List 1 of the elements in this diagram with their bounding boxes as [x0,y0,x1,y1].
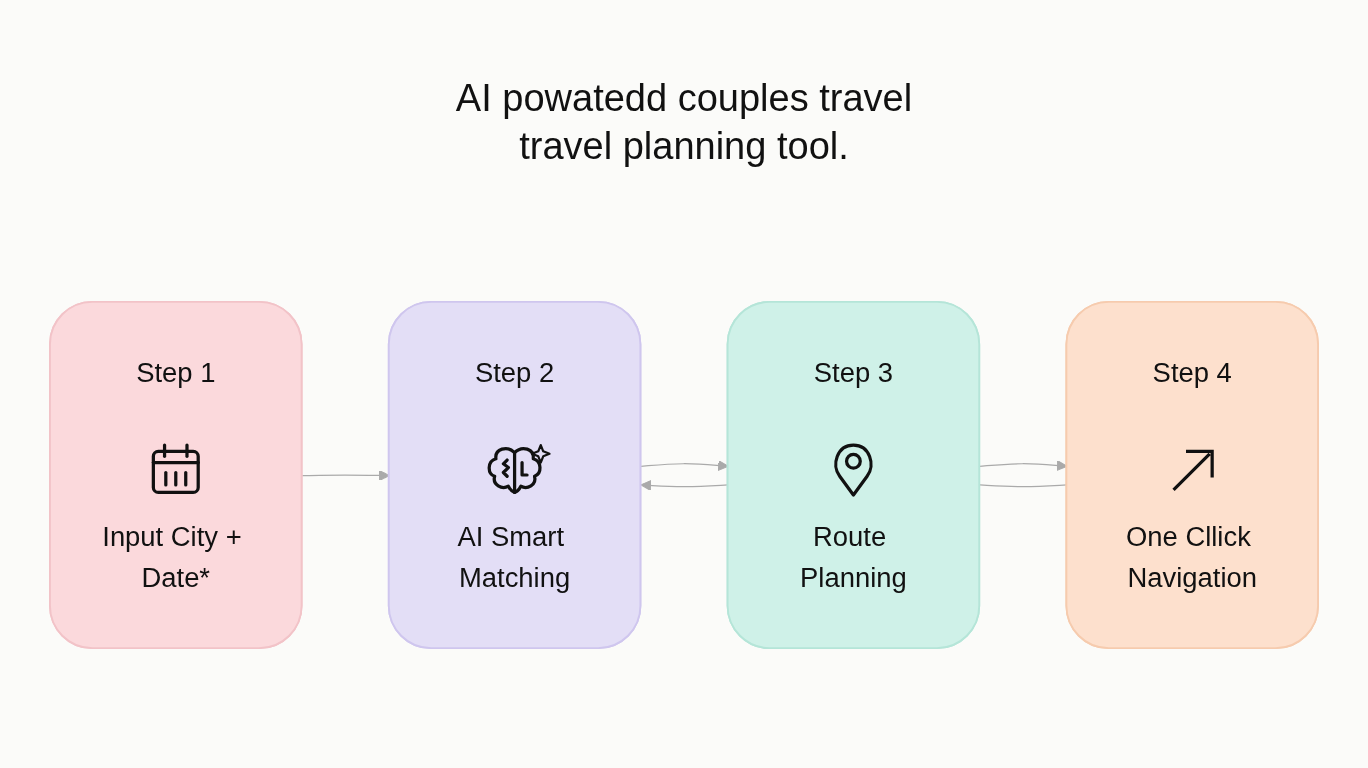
title: AI powatedd couples travel travel planning tool. [454,76,914,169]
